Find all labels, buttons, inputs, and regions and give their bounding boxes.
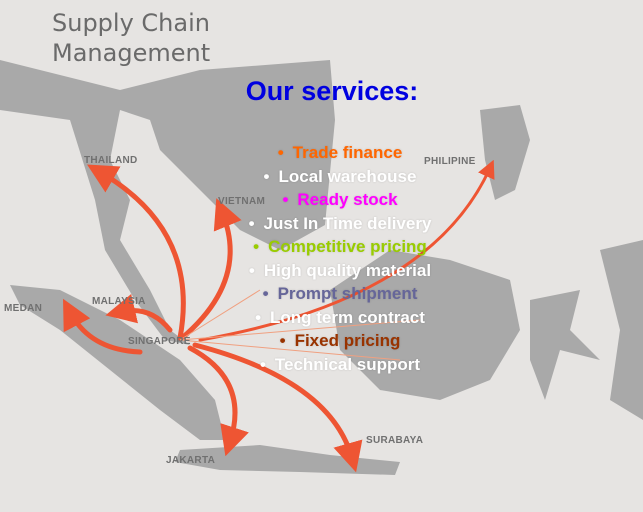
services-list: • Trade finance • Local warehouse • Ready sto…	[200, 141, 480, 376]
east-islands	[600, 240, 643, 420]
label-malaysia: MALAYSIA	[92, 296, 146, 307]
bullet-icon: •	[255, 307, 262, 327]
bullet-icon: •	[277, 143, 284, 162]
label-singapore: SINGAPORE	[128, 336, 191, 347]
service-label: Competitive pricing	[268, 237, 427, 256]
label-vietnam: VIETNAM	[218, 196, 266, 207]
bullet-icon: •	[248, 260, 255, 280]
arrow-malaysia	[105, 293, 173, 333]
arrow-thailand	[87, 164, 186, 341]
service-item: • Technical support	[200, 353, 480, 377]
service-item: • Ready stock	[200, 188, 480, 212]
services-heading: Our services:	[245, 76, 419, 106]
indochina	[0, 60, 335, 345]
borneo	[330, 250, 520, 400]
label-medan: MEDAN	[4, 303, 43, 314]
service-label: Technical support	[274, 354, 421, 374]
arrow-surabaya	[192, 342, 363, 473]
service-item: • Long term contract	[200, 306, 480, 330]
bullet-icon: •	[253, 237, 260, 256]
bullet-icon: •	[262, 284, 269, 303]
page-title: Supply Chain Management	[52, 8, 210, 68]
service-item: • Trade finance	[200, 141, 480, 165]
service-label: Fixed pricing	[294, 331, 401, 350]
service-label: Just In Time delivery	[263, 213, 432, 233]
philippines	[480, 105, 530, 200]
service-label: Long term contract	[270, 307, 425, 327]
sumatra	[10, 285, 225, 440]
bullet-icon: •	[263, 166, 270, 186]
service-label: Prompt shipment	[277, 284, 418, 303]
bullet-icon: •	[282, 190, 289, 209]
title-line-1: Supply Chain	[52, 9, 210, 37]
service-item: • Prompt shipment	[200, 282, 480, 306]
service-label: High quality material	[263, 260, 432, 280]
bullet-icon: •	[248, 213, 255, 233]
arrow-philipine	[198, 159, 495, 342]
service-item: • Competitive pricing	[200, 235, 480, 259]
bullet-icon: •	[279, 331, 286, 350]
sulawesi	[530, 290, 600, 400]
thin-routes	[179, 289, 421, 361]
arrow-vietnam	[179, 198, 242, 341]
label-thailand: THAILAND	[84, 155, 138, 166]
service-item: • Just In Time delivery	[200, 212, 480, 236]
bullet-icon: •	[259, 354, 266, 374]
service-label: Local warehouse	[278, 166, 417, 186]
service-label: Trade finance	[292, 143, 403, 162]
service-item: • High quality material	[200, 259, 480, 283]
arrow-jakarta	[187, 345, 249, 457]
service-item: • Fixed pricing	[200, 329, 480, 353]
label-philipine: PHILIPINE	[424, 156, 476, 167]
route-arrows	[63, 159, 495, 473]
service-item: • Local warehouse	[200, 165, 480, 189]
title-line-2: Management	[52, 39, 211, 67]
label-surabaya: SURABAYA	[366, 435, 424, 446]
service-label: Ready stock	[297, 190, 398, 209]
arrow-medan	[63, 298, 143, 355]
label-jakarta: JAKARTA	[166, 455, 216, 466]
